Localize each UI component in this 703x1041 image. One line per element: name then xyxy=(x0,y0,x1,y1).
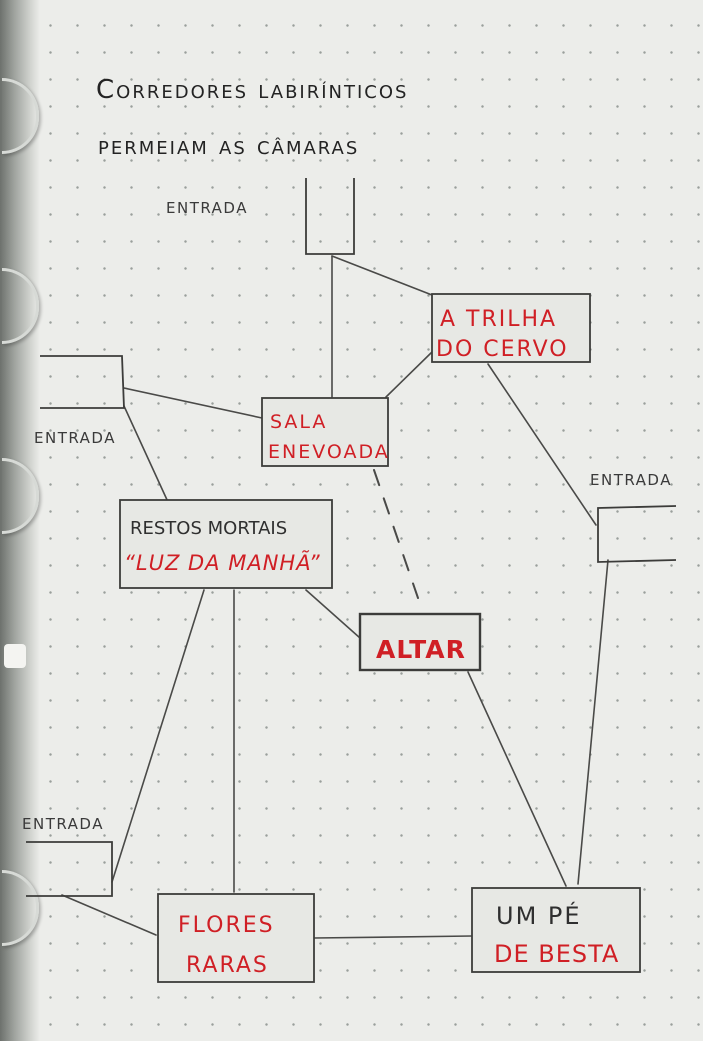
entrance-labels: ENTRADA ENTRADA ENTRADA ENTRADA xyxy=(22,199,672,833)
room-trilha xyxy=(431,293,591,363)
room-flores xyxy=(157,893,315,983)
title-line-1: Corredores labirínticos xyxy=(96,75,409,105)
label-flores-2: RARAS xyxy=(186,953,269,978)
room-entrada-bottom xyxy=(26,841,113,897)
rooms xyxy=(26,178,677,983)
label-entrada-left: ENTRADA xyxy=(34,429,116,447)
room-sala xyxy=(261,397,389,467)
label-entrada-bottom: ENTRADA xyxy=(22,815,104,833)
secret-passage-sala-altar xyxy=(373,469,419,599)
label-pe-1: UM PÉ xyxy=(496,901,582,930)
label-flores-1: FLORES xyxy=(178,913,275,938)
label-sala-1: SALA xyxy=(270,411,327,433)
corridor-entrada-bottom-flores xyxy=(61,894,157,936)
corridor-trilha-sala xyxy=(385,351,433,398)
corridor-altar-pe xyxy=(467,671,567,887)
room-entrada-right xyxy=(597,505,677,563)
label-entrada-right: ENTRADA xyxy=(590,471,672,489)
label-entrada-top: ENTRADA xyxy=(166,199,248,217)
label-altar: ALTAR xyxy=(376,635,466,664)
corridor-trilha-entrada-right xyxy=(487,363,597,526)
label-trilha-1: A TRILHA xyxy=(440,307,557,332)
corridor-restos-altar xyxy=(305,589,361,639)
room-pe xyxy=(471,887,641,973)
title-line-2: permeiam as câmaras xyxy=(98,131,360,161)
page-title: Corredores labirínticos permeiam as câma… xyxy=(96,62,566,174)
room-entrada-top xyxy=(305,178,355,255)
label-sala-2: ENEVOADA xyxy=(268,441,390,463)
room-labels: A TRILHA DO CERVO SALA ENEVOADA RESTOS M… xyxy=(124,307,619,978)
room-entrada-left-area xyxy=(40,356,124,408)
label-restos-1: RESTOS MORTAIS xyxy=(130,518,287,539)
label-pe-2: DE BESTA xyxy=(494,940,619,968)
label-restos-2: “LUZ DA MANHÃ” xyxy=(124,549,321,575)
room-entrada-left xyxy=(40,355,125,409)
corridor-entrada-left-sala xyxy=(123,387,263,419)
corridor-entrada-trilha xyxy=(331,255,433,296)
room-altar xyxy=(358,612,482,672)
room-restos xyxy=(119,499,333,589)
corridor-entrada-left-restos xyxy=(123,405,169,503)
corridor-flores-pe xyxy=(313,935,473,939)
label-trilha-2: DO CERVO xyxy=(436,337,569,362)
corridor-entrada-right-pe xyxy=(577,559,609,885)
corridor-restos-entrada-bottom xyxy=(111,589,205,883)
paper-tab xyxy=(4,644,26,668)
corridors xyxy=(61,255,609,939)
